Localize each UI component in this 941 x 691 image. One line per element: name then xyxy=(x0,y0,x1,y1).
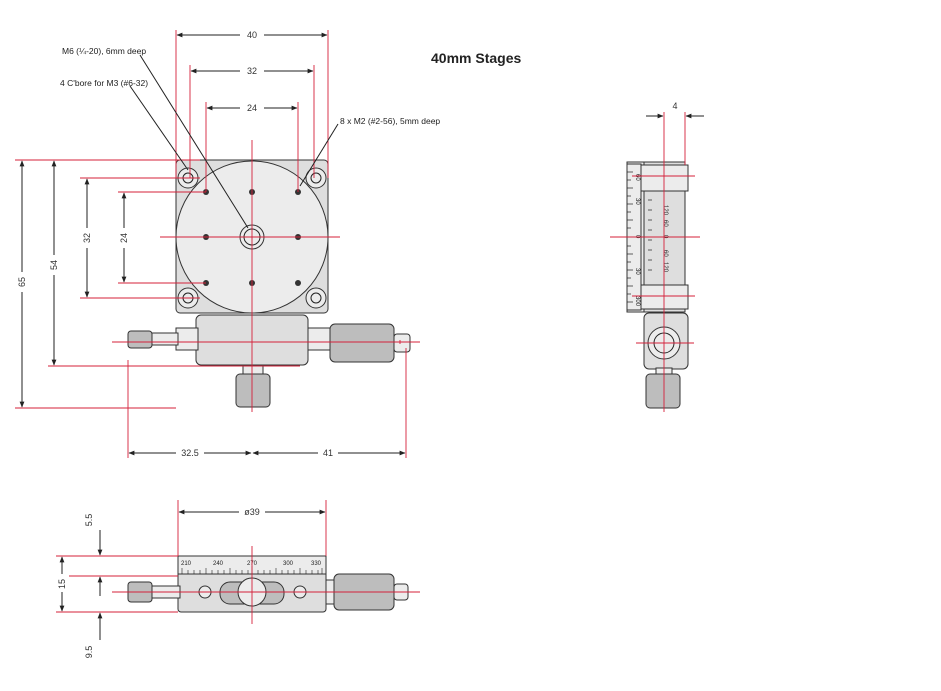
leader-m2 xyxy=(299,123,339,187)
side-scale-right-3: 60 xyxy=(662,250,668,257)
dim-32-h-label: 32 xyxy=(247,66,257,76)
dim-32-5-label: 32.5 xyxy=(181,448,199,458)
side-scale-left-0: 60 xyxy=(634,174,640,181)
side-view: 60 30 0 30 300 120 60 0 60 120 4 xyxy=(610,101,704,412)
front-view: 210 240 270 300 330 ø39 5.5 15 9.5 xyxy=(55,500,420,658)
side-scale-left-4: 300 xyxy=(634,296,640,307)
dim-9-5-label: 9.5 xyxy=(84,646,94,659)
side-scale-right-1: 60 xyxy=(662,220,668,227)
side-scale-ticks xyxy=(627,171,652,303)
micrometer-thimble xyxy=(329,323,395,363)
dim-24-v-label: 24 xyxy=(119,233,129,243)
lock-knob xyxy=(235,373,271,408)
dim-4-label: 4 xyxy=(672,101,677,111)
dim-32-v-label: 32 xyxy=(82,233,92,243)
dim-41-label: 41 xyxy=(323,448,333,458)
side-scale-right-4: 120 xyxy=(662,262,668,273)
leader-cbore xyxy=(129,85,189,171)
dim-5-5-label: 5.5 xyxy=(84,514,94,527)
label-m2: 8 x M2 (#2-56), 5mm deep xyxy=(340,116,440,126)
front-scale-1: 240 xyxy=(213,561,224,567)
dim-54-label: 54 xyxy=(49,260,59,270)
top-view: 40 32 24 65 54 32 24 32.5 xyxy=(15,29,440,459)
side-scale-left-1: 30 xyxy=(634,198,640,205)
leader-m6 xyxy=(139,54,249,229)
dim-39-label: ø39 xyxy=(244,507,260,517)
left-pin xyxy=(149,332,179,346)
dim-15-label: 15 xyxy=(57,579,67,589)
label-cbore: 4 C'bore for M3 (#6-32) xyxy=(60,78,148,88)
left-knob xyxy=(127,330,153,349)
side-lock-knob xyxy=(645,373,681,409)
page-title: 40mm Stages xyxy=(431,50,522,66)
dim-40-label: 40 xyxy=(247,30,257,40)
front-scale-4: 330 xyxy=(311,561,322,567)
front-scale-0: 210 xyxy=(181,561,192,567)
front-scale-3: 300 xyxy=(283,561,294,567)
dim-65-label: 65 xyxy=(17,277,27,287)
side-scale-right-0: 120 xyxy=(662,205,668,216)
side-scale-left-3: 30 xyxy=(634,268,640,275)
left-collar xyxy=(175,327,199,351)
micrometer-cap xyxy=(393,333,411,353)
label-m6: M6 (¼-20), 6mm deep xyxy=(62,46,146,56)
dim-24-h-label: 24 xyxy=(247,103,257,113)
micrometer-sleeve xyxy=(307,327,333,351)
